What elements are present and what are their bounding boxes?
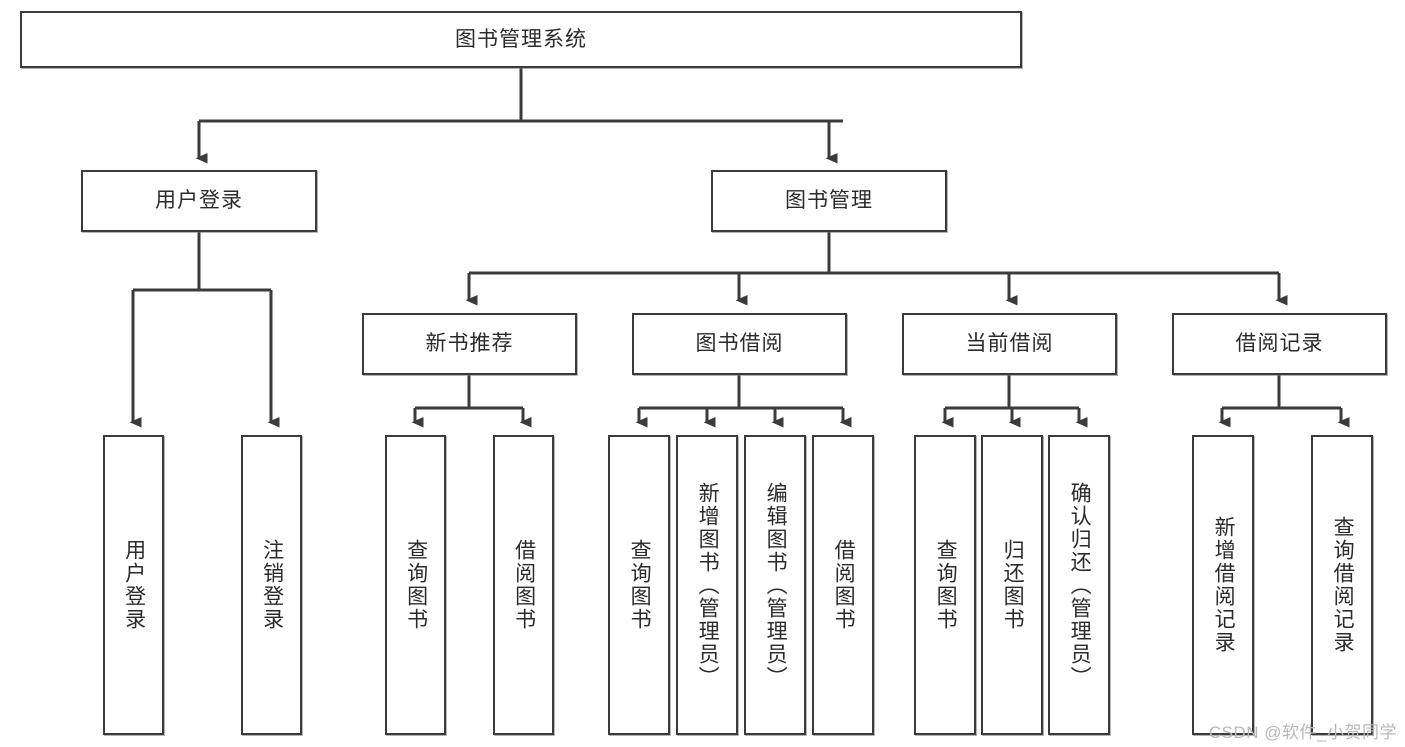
node-user-login[interactable]: 用户登录 bbox=[81, 170, 317, 232]
node-label: 查询图书 bbox=[934, 539, 958, 631]
leaf-borrow-record-add-record[interactable]: 新增借阅记录 bbox=[1192, 435, 1254, 735]
leaf-book-borrow-borrow-book[interactable]: 借阅图书 bbox=[812, 435, 874, 735]
node-label: 当前借阅 bbox=[965, 332, 1054, 356]
node-label: 新增借阅记录 bbox=[1212, 516, 1236, 654]
csdn-watermark: CSDN @软件_小贺同学 bbox=[1208, 723, 1397, 742]
node-label: 用户登录 bbox=[155, 189, 243, 213]
node-book-management[interactable]: 图书管理 bbox=[711, 170, 947, 232]
node-label: 编辑图书（管理员） bbox=[764, 481, 788, 689]
node-borrow-record[interactable]: 借阅记录 bbox=[1172, 313, 1387, 375]
node-current-borrow[interactable]: 当前借阅 bbox=[902, 313, 1117, 375]
node-root-book-management-system[interactable]: 图书管理系统 bbox=[20, 11, 1022, 68]
node-label: 查询借阅记录 bbox=[1331, 516, 1355, 654]
node-label: 借阅图书 bbox=[832, 539, 856, 631]
node-label: 图书借阅 bbox=[695, 332, 784, 356]
node-label: 新书推荐 bbox=[425, 332, 514, 356]
node-label: 借阅记录 bbox=[1235, 332, 1324, 356]
leaf-book-borrow-add-book-admin[interactable]: 新增图书（管理员） bbox=[676, 435, 738, 735]
node-label: 查询图书 bbox=[628, 539, 652, 631]
leaf-book-borrow-edit-book-admin[interactable]: 编辑图书（管理员） bbox=[744, 435, 806, 735]
leaf-current-borrow-return-book[interactable]: 归还图书 bbox=[981, 435, 1043, 735]
leaf-current-borrow-query-book[interactable]: 查询图书 bbox=[914, 435, 976, 735]
node-book-borrow[interactable]: 图书借阅 bbox=[632, 313, 847, 375]
leaf-current-borrow-confirm-return-admin[interactable]: 确认归还（管理员） bbox=[1048, 435, 1110, 735]
node-label: 注销登录 bbox=[260, 539, 284, 631]
node-label: 用户登录 bbox=[122, 539, 146, 631]
leaf-book-borrow-query-book[interactable]: 查询图书 bbox=[608, 435, 670, 735]
leaf-new-book-borrow-book[interactable]: 借阅图书 bbox=[493, 435, 554, 735]
node-label: 确认归还（管理员） bbox=[1068, 481, 1092, 689]
node-label: 图书管理系统 bbox=[455, 27, 587, 51]
leaf-user-login-login[interactable]: 用户登录 bbox=[103, 435, 164, 735]
node-label: 借阅图书 bbox=[512, 539, 536, 631]
node-new-book-recommend[interactable]: 新书推荐 bbox=[362, 313, 577, 375]
node-label: 图书管理 bbox=[785, 189, 873, 213]
leaf-user-login-logout[interactable]: 注销登录 bbox=[241, 435, 302, 735]
leaf-borrow-record-query-record[interactable]: 查询借阅记录 bbox=[1311, 435, 1373, 735]
node-label: 查询图书 bbox=[404, 539, 428, 631]
node-label: 新增图书（管理员） bbox=[696, 481, 720, 689]
node-label: 归还图书 bbox=[1001, 539, 1025, 631]
leaf-new-book-query-book[interactable]: 查询图书 bbox=[385, 435, 446, 735]
